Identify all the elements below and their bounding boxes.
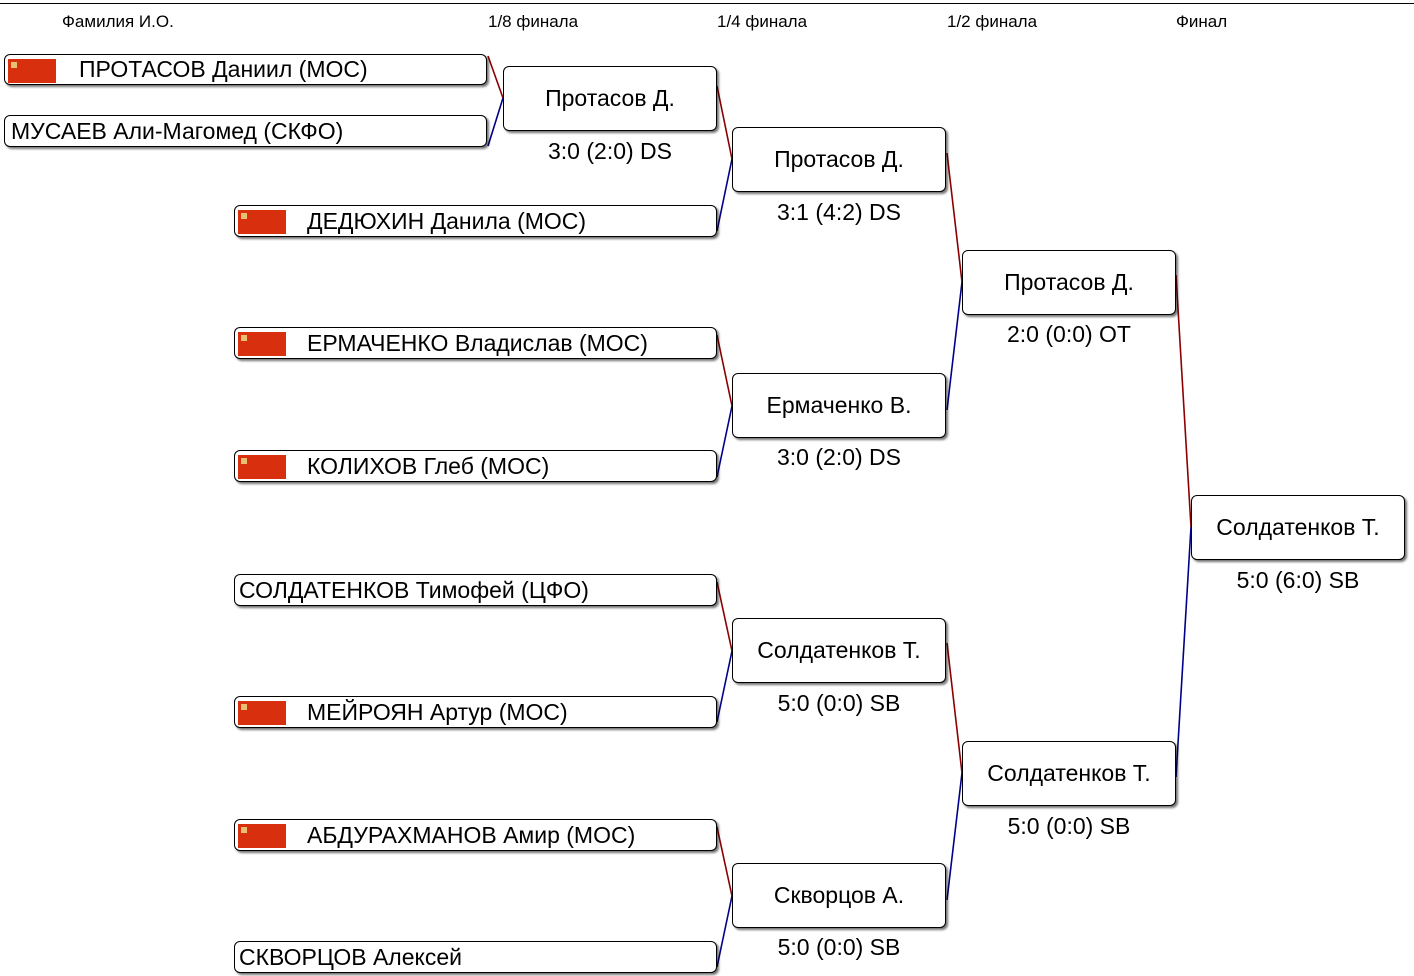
match-winner-qf-4[interactable]: Скворцов А. [732,863,946,928]
header-final: Финал [1176,12,1228,31]
match-winner-qf-1[interactable]: Протасов Д. [732,127,946,192]
participant-name: АБДУРАХМАНОВ Амир (МОС) [307,821,636,848]
participant-row[interactable]: СКВОРЦОВ Алексей [234,941,717,973]
participant-name: КОЛИХОВ Глеб (МОС) [307,452,550,479]
participant-row[interactable]: ПРОТАСОВ Даниил (МОС) [4,54,487,85]
header-quarterfinal: 1/4 финала [717,12,808,31]
participant-row[interactable]: АБДУРАХМАНОВ Амир (МОС) [234,819,717,851]
region-flag-icon [238,824,286,848]
participant-row[interactable]: МЕЙРОЯН Артур (МОС) [234,696,717,728]
match-score-qf-4: 5:0 (0:0) SB [777,934,901,960]
match-winner-r16-1[interactable]: Протасов Д. [503,66,717,131]
participant-row[interactable]: МУСАЕВ Али-Магомед (СКФО) [4,115,487,147]
participant-name: СОЛДАТЕНКОВ Тимофей (ЦФО) [239,576,589,603]
match-score-r16-1: 3:0 (2:0) DS [548,138,672,164]
participant-name: ЕРМАЧЕНКО Владислав (МОС) [307,329,648,356]
participant-name: МУСАЕВ Али-Магомед (СКФО) [11,117,344,144]
region-flag-icon [238,455,286,479]
match-score-qf-1: 3:1 (4:2) DS [777,199,901,225]
participant-name: ДЕДЮХИН Данила (МОС) [307,207,587,234]
region-flag-icon [8,59,56,83]
participant-row[interactable]: ДЕДЮХИН Данила (МОС) [234,205,717,237]
match-score-final: 5:0 (6:0) SB [1236,567,1360,593]
participant-name: МЕЙРОЯН Артур (МОС) [307,698,568,725]
match-winner-sf-1[interactable]: Протасов Д. [962,250,1176,315]
header-rule [0,3,1414,4]
match-winner-qf-2[interactable]: Ермаченко В. [732,373,946,438]
participant-row[interactable]: ЕРМАЧЕНКО Владислав (МОС) [234,327,717,359]
header-semifinal: 1/2 финала [947,12,1038,31]
region-flag-icon [238,210,286,234]
region-flag-icon [238,332,286,356]
participant-name: ПРОТАСОВ Даниил (МОС) [79,56,368,82]
participant-row[interactable]: КОЛИХОВ Глеб (МОС) [234,450,717,482]
match-winner-sf-2[interactable]: Солдатенков Т. [962,741,1176,806]
match-score-qf-3: 5:0 (0:0) SB [777,690,901,716]
header-name-column: Фамилия И.О. [62,12,174,31]
match-winner-qf-3[interactable]: Солдатенков Т. [732,618,946,683]
participant-row[interactable]: СОЛДАТЕНКОВ Тимофей (ЦФО) [234,574,717,606]
match-score-qf-2: 3:0 (2:0) DS [777,444,901,470]
region-flag-icon [238,701,286,725]
header-round-of-16: 1/8 финала [488,12,579,31]
participant-name: СКВОРЦОВ Алексей [239,943,462,970]
match-score-sf-2: 5:0 (0:0) SB [1007,813,1131,839]
match-score-sf-1: 2:0 (0:0) OT [1007,321,1131,347]
match-winner-final[interactable]: Солдатенков Т. [1191,495,1405,560]
